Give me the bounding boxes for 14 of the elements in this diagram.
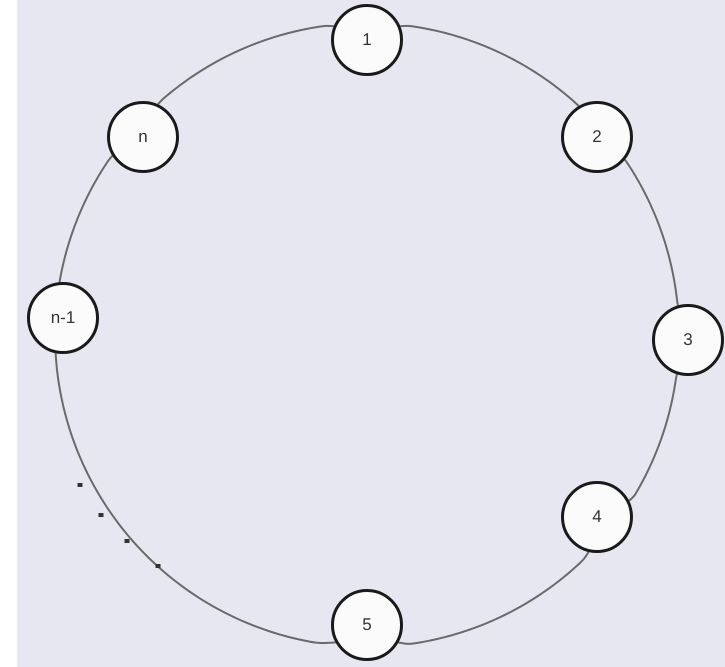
connector-line (400, 24, 580, 107)
connector-line (398, 551, 590, 645)
node-label: 3 (683, 330, 693, 350)
node-label: 5 (362, 615, 372, 635)
node-label: n (138, 127, 148, 147)
connector-line (58, 155, 114, 283)
node-label: 1 (362, 30, 372, 50)
connector-line (624, 159, 679, 306)
node-label: n-1 (50, 308, 76, 328)
connector-line (157, 24, 334, 105)
connector-line (628, 374, 678, 502)
node-label: 2 (592, 127, 602, 147)
node-label: 4 (592, 507, 602, 527)
connector-line (54, 353, 336, 644)
